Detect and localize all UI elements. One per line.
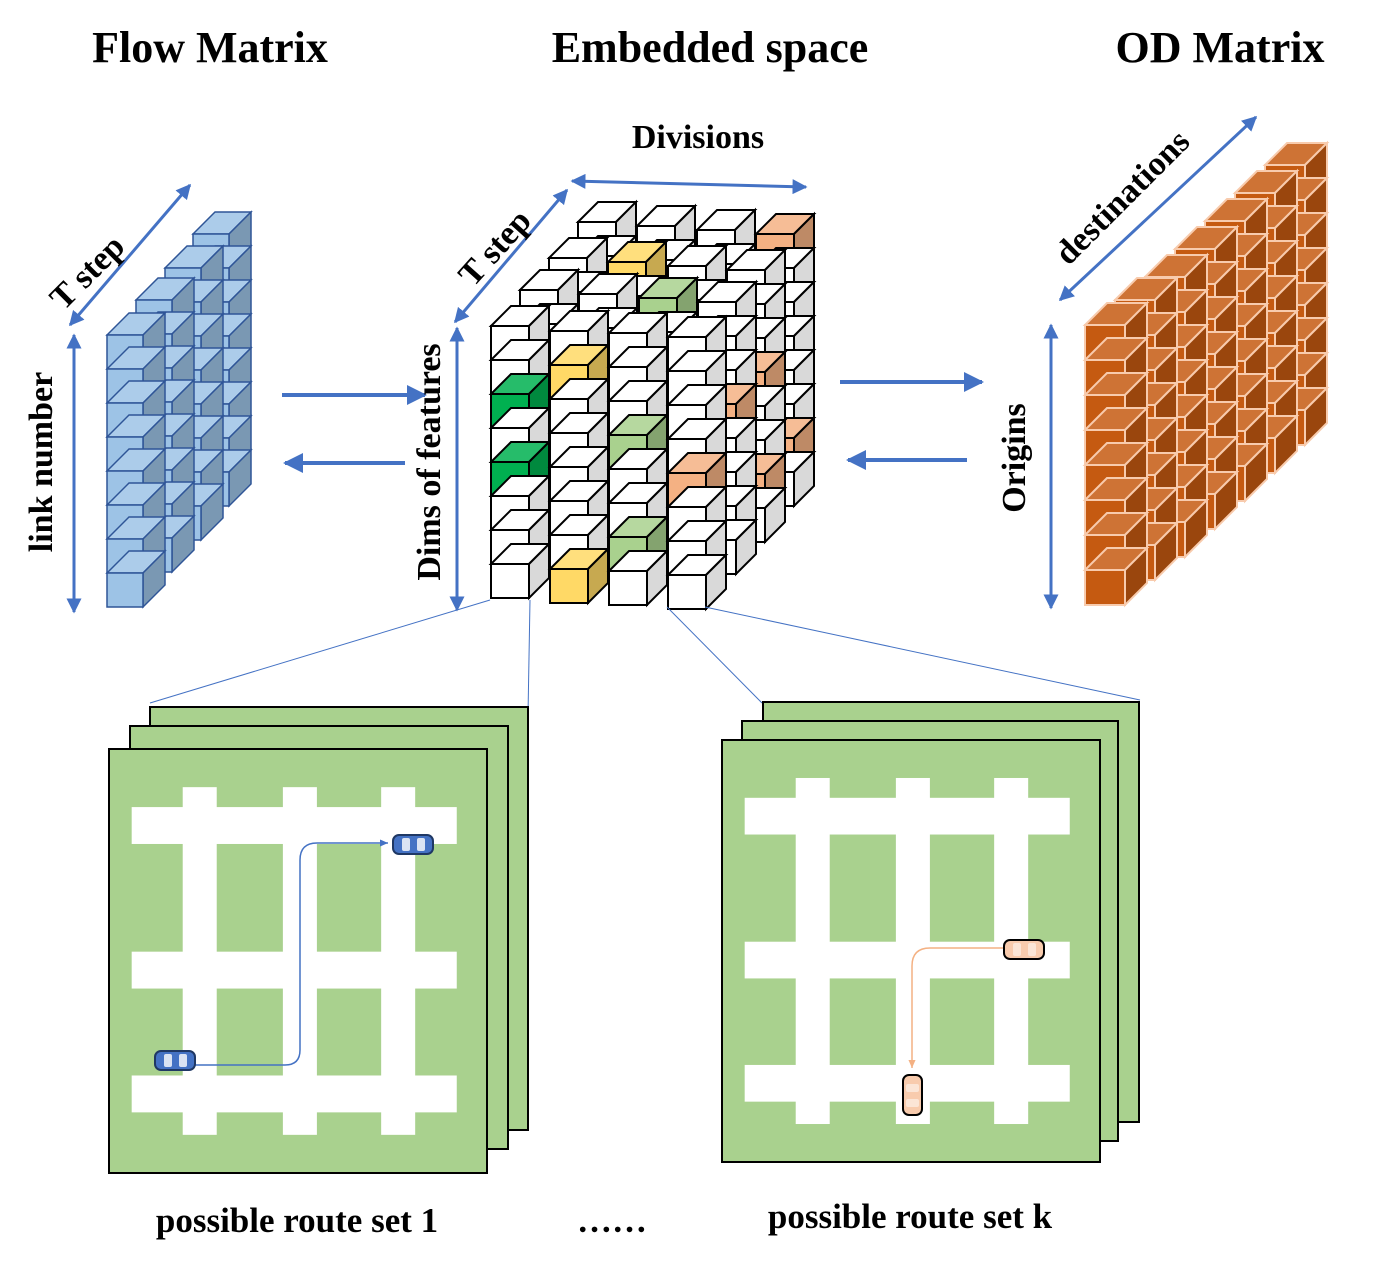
embed-t-step-arrow — [453, 188, 569, 324]
route-set-1 — [108, 706, 529, 1174]
caption-route-set-1: possible route set 1 — [156, 1201, 438, 1240]
route-path-1 — [190, 839, 388, 1066]
embed-dims-label: Dims of features — [411, 343, 448, 580]
cube-cell — [1082, 545, 1150, 608]
car-icon — [1003, 939, 1045, 960]
connector-line — [666, 606, 763, 704]
od-destinations-arrow — [1058, 115, 1258, 302]
car-icon — [902, 1074, 923, 1116]
title-flow-matrix: Flow Matrix — [92, 23, 328, 72]
cube-cell — [105, 549, 167, 609]
embedded-space — [488, 199, 817, 612]
embed-t-step-label: T step — [452, 202, 539, 293]
caption-ellipsis: …… — [577, 1201, 647, 1240]
title-embedded-space: Embedded space — [552, 23, 869, 72]
road — [795, 777, 830, 1125]
cube-cell — [665, 552, 729, 612]
connector-line — [149, 599, 491, 704]
road — [895, 777, 930, 1125]
flow-matrix — [105, 210, 253, 609]
flow-t-step-arrow — [68, 183, 192, 327]
car-icon — [154, 1050, 196, 1071]
flow-link-number-label: link number — [23, 372, 60, 552]
connector-line — [527, 599, 531, 716]
road — [182, 787, 217, 1135]
embed-divisions-label: Divisions — [632, 119, 764, 156]
cube-cell — [547, 546, 611, 606]
title-od-matrix: OD Matrix — [1116, 23, 1325, 72]
car-icon — [392, 834, 434, 855]
embed-divisions-arrow — [570, 173, 808, 195]
cube-cell — [488, 541, 552, 601]
connector-line — [704, 606, 1141, 701]
route-path-k — [908, 947, 1003, 1068]
route-set-k — [721, 701, 1140, 1163]
caption-route-set-k: possible route set k — [768, 1197, 1053, 1236]
od-origins-label: Origins — [996, 403, 1033, 513]
